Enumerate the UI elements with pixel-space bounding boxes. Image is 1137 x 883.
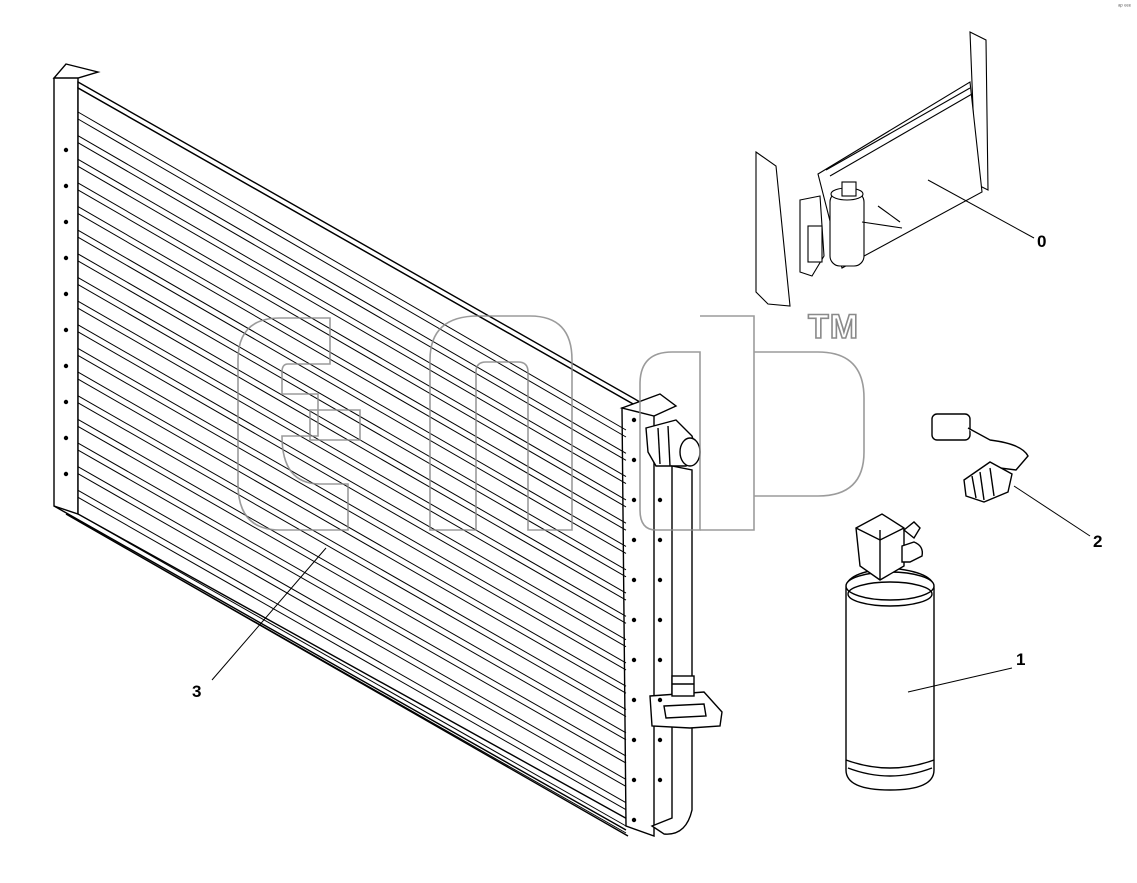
- pressure-switch-drawing: [931, 413, 1029, 503]
- callout-1: 1: [1016, 650, 1026, 669]
- fin-line: [77, 277, 627, 594]
- mount-hole: [631, 697, 637, 703]
- fin-line: [77, 165, 627, 485]
- fin-line: [77, 236, 627, 554]
- fin-line: [77, 473, 627, 787]
- fin-line: [77, 442, 627, 757]
- fin-line: [77, 158, 627, 478]
- mount-hole: [657, 537, 663, 543]
- mount-hole: [657, 777, 663, 783]
- mount-hole: [63, 147, 69, 153]
- fin-line: [77, 206, 627, 524]
- fin-line: [77, 520, 627, 834]
- trademark-mark: TM: [807, 307, 860, 347]
- fin-line: [77, 135, 627, 454]
- fin-line: [77, 118, 627, 438]
- corner-mark: ᵃᵖ ᵉᵉᵉ: [1118, 4, 1131, 10]
- mount-hole: [63, 219, 69, 225]
- callout-2: 2: [1093, 532, 1103, 551]
- fin-line: [77, 513, 627, 827]
- mount-hole: [631, 737, 637, 743]
- assembly-overview-drawing: [755, 31, 989, 307]
- callout-3: 3: [192, 682, 202, 701]
- mount-hole: [63, 291, 69, 297]
- fin-line: [77, 348, 627, 664]
- mount-hole: [631, 457, 637, 463]
- watermark-logo: [237, 315, 865, 531]
- fin-line: [77, 189, 627, 508]
- mount-hole: [63, 471, 69, 477]
- fin-line: [77, 395, 627, 710]
- fin-line: [77, 260, 627, 578]
- condenser-fins: [77, 111, 627, 834]
- fin-line: [77, 489, 627, 804]
- mount-hole: [657, 577, 663, 583]
- fin-line: [77, 253, 627, 571]
- fin-line: [77, 402, 627, 717]
- fin-line: [77, 425, 627, 741]
- mount-hole: [63, 435, 69, 441]
- fin-line: [77, 331, 627, 648]
- fin-line: [77, 466, 627, 780]
- fin-line: [77, 142, 627, 461]
- fin-line: [77, 324, 627, 641]
- mount-hole: [63, 399, 69, 405]
- receiver-drier-drawing: [845, 513, 935, 791]
- fin-line: [77, 229, 627, 547]
- fin-line: [77, 496, 627, 811]
- mount-hole: [631, 777, 637, 783]
- fin-line: [77, 284, 627, 601]
- fin-line: [77, 182, 627, 501]
- mount-hole: [657, 497, 663, 503]
- fin-line: [77, 449, 627, 764]
- mount-hole: [657, 697, 663, 703]
- mount-hole: [631, 417, 637, 423]
- fin-line: [77, 213, 627, 531]
- fin-line: [77, 418, 627, 734]
- mount-hole: [657, 737, 663, 743]
- fin-line: [77, 371, 627, 687]
- fin-line: [77, 378, 627, 694]
- mount-hole: [657, 657, 663, 663]
- mount-hole: [63, 255, 69, 261]
- condenser-drawing: [52, 63, 678, 837]
- callout-0: 0: [1037, 232, 1047, 251]
- condenser-mount-holes: [63, 147, 663, 823]
- condenser-header-details: [645, 419, 723, 835]
- mount-hole: [631, 817, 637, 823]
- mount-hole: [631, 657, 637, 663]
- mount-hole: [63, 327, 69, 333]
- mount-hole: [63, 363, 69, 369]
- mount-hole: [63, 183, 69, 189]
- mount-hole: [631, 617, 637, 623]
- fin-line: [77, 300, 627, 617]
- mount-hole: [657, 617, 663, 623]
- mount-hole: [631, 577, 637, 583]
- fin-line: [77, 111, 627, 431]
- fin-line: [77, 355, 627, 671]
- mount-hole: [631, 497, 637, 503]
- fin-line: [77, 307, 627, 624]
- mount-hole: [631, 537, 637, 543]
